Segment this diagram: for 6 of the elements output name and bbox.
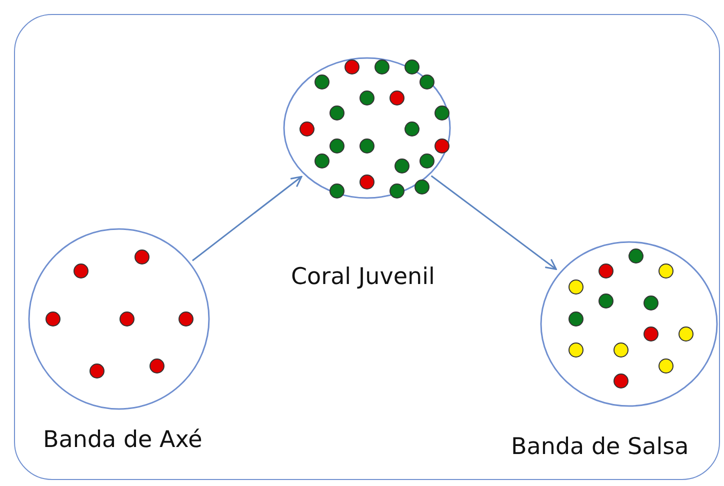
- frame-box: [14, 14, 720, 480]
- group-label: Coral Juvenil: [291, 263, 435, 291]
- group-label: Banda de Axé: [43, 426, 202, 454]
- group-label: Banda de Salsa: [511, 433, 689, 461]
- arrow: [430, 175, 557, 270]
- arrow: [192, 176, 302, 262]
